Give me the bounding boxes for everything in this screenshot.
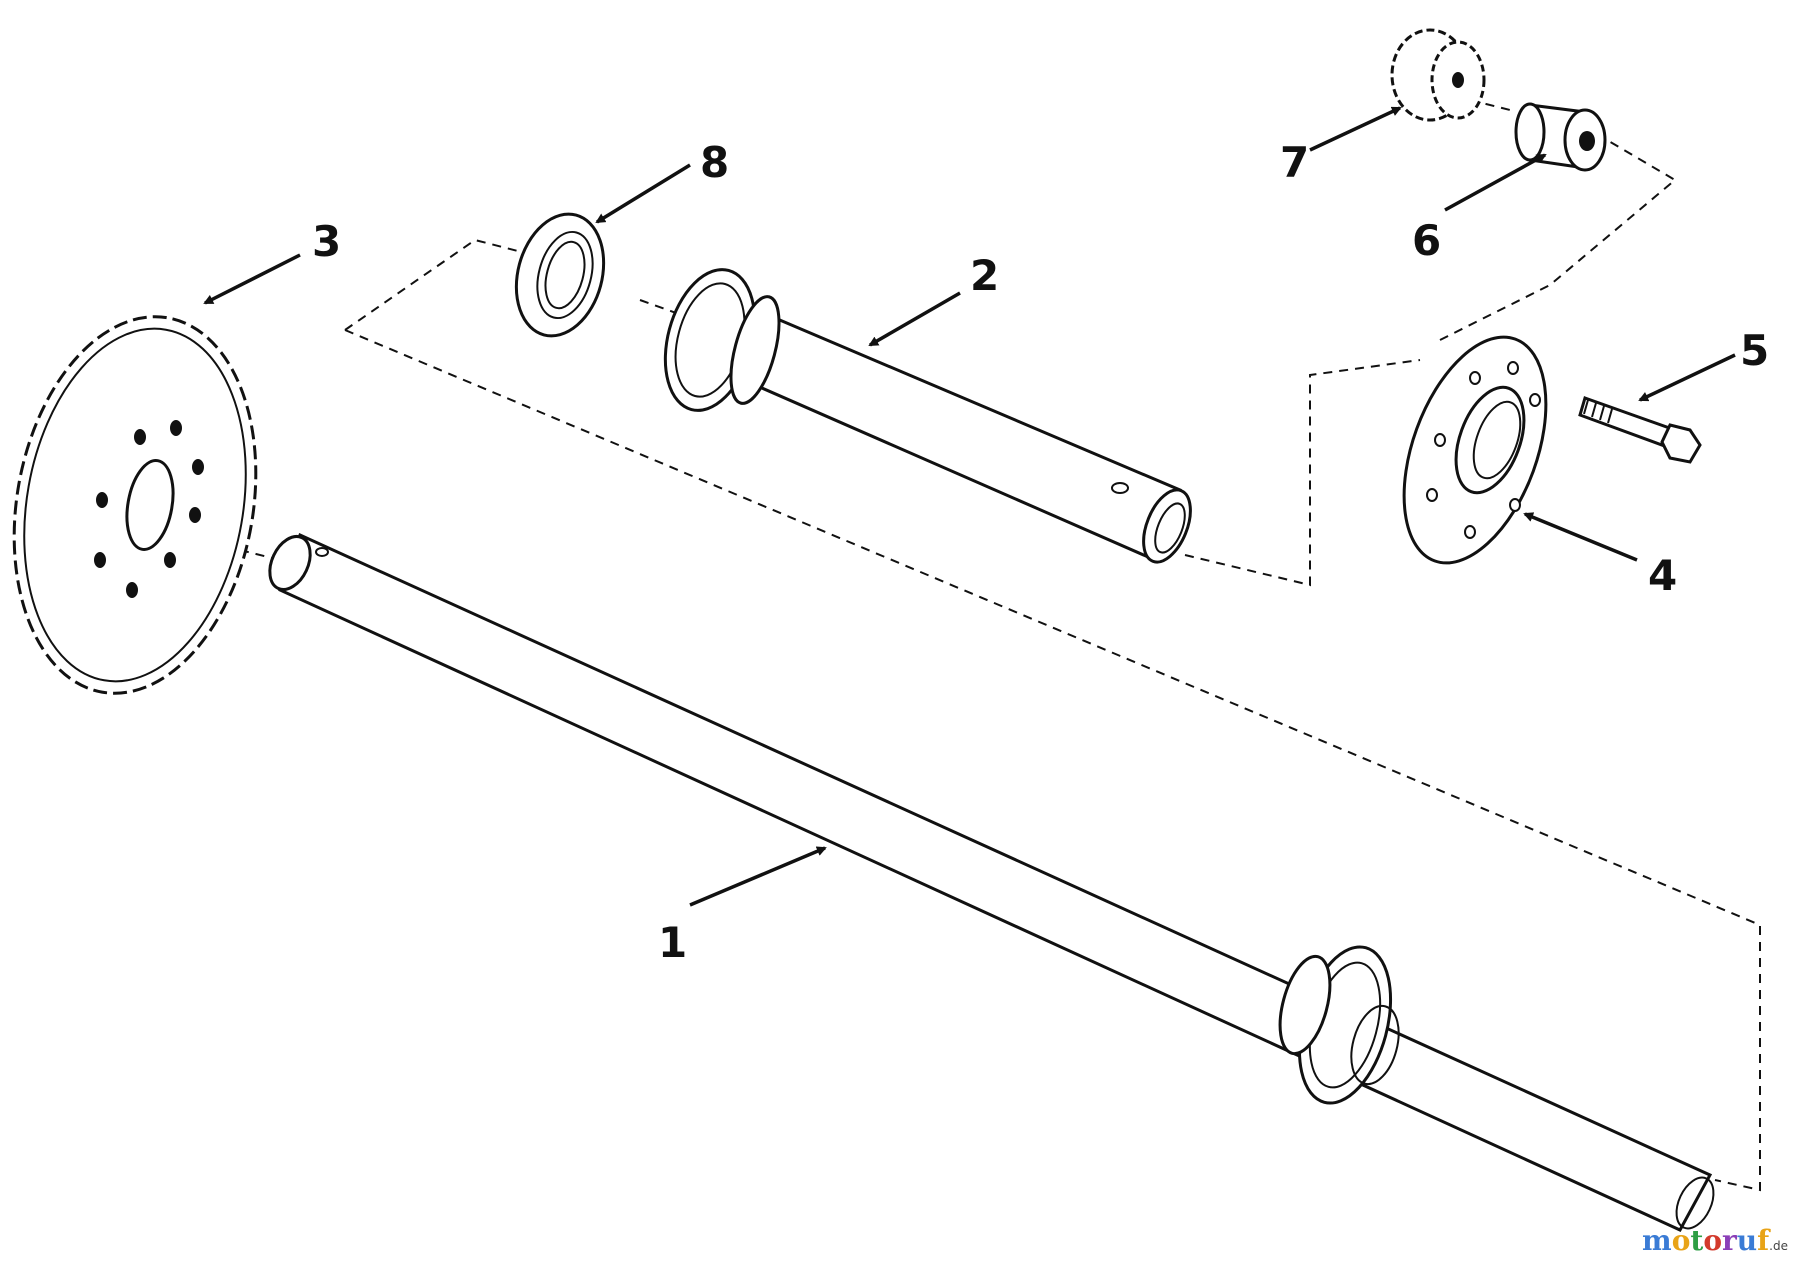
- watermark-letters: motoruf: [1642, 1224, 1769, 1257]
- callout-5: 5: [1740, 326, 1769, 375]
- watermark-tld: .de: [1769, 1239, 1788, 1253]
- part-1-long-shaft: [268, 532, 1715, 1232]
- motoruf-watermark-logo: motoruf.de: [1642, 1224, 1788, 1257]
- callout-7: 7: [1280, 138, 1309, 187]
- callout-6: 6: [1412, 216, 1441, 265]
- watermark-letter: o: [1703, 1224, 1722, 1257]
- shaft-1-gear: [1278, 945, 1400, 1105]
- part-2-sleeve-shaft: [663, 268, 1192, 564]
- shaft-2-gear: [663, 268, 781, 412]
- watermark-letter: m: [1642, 1224, 1672, 1257]
- watermark-letter: u: [1736, 1224, 1758, 1257]
- watermark-letter: t: [1690, 1224, 1704, 1257]
- sprocket-bolt-holes: [94, 420, 204, 598]
- part-8-washer: [514, 212, 606, 338]
- watermark-letter: r: [1722, 1224, 1737, 1257]
- callout-3: 3: [312, 217, 341, 266]
- part-3-sprocket: [12, 315, 258, 695]
- callout-2: 2: [970, 251, 999, 300]
- callout-arrows: [203, 106, 1736, 907]
- part-6-bushing: [1514, 102, 1607, 172]
- part-7-pinion-gear: [1390, 28, 1486, 122]
- part-4-flange: [1402, 335, 1548, 565]
- part-5-bolt: [1578, 396, 1702, 464]
- watermark-letter: f: [1757, 1224, 1770, 1257]
- callout-1: 1: [658, 918, 687, 967]
- callout-8: 8: [700, 138, 729, 187]
- callout-4: 4: [1648, 551, 1677, 600]
- watermark-letter: o: [1671, 1224, 1691, 1257]
